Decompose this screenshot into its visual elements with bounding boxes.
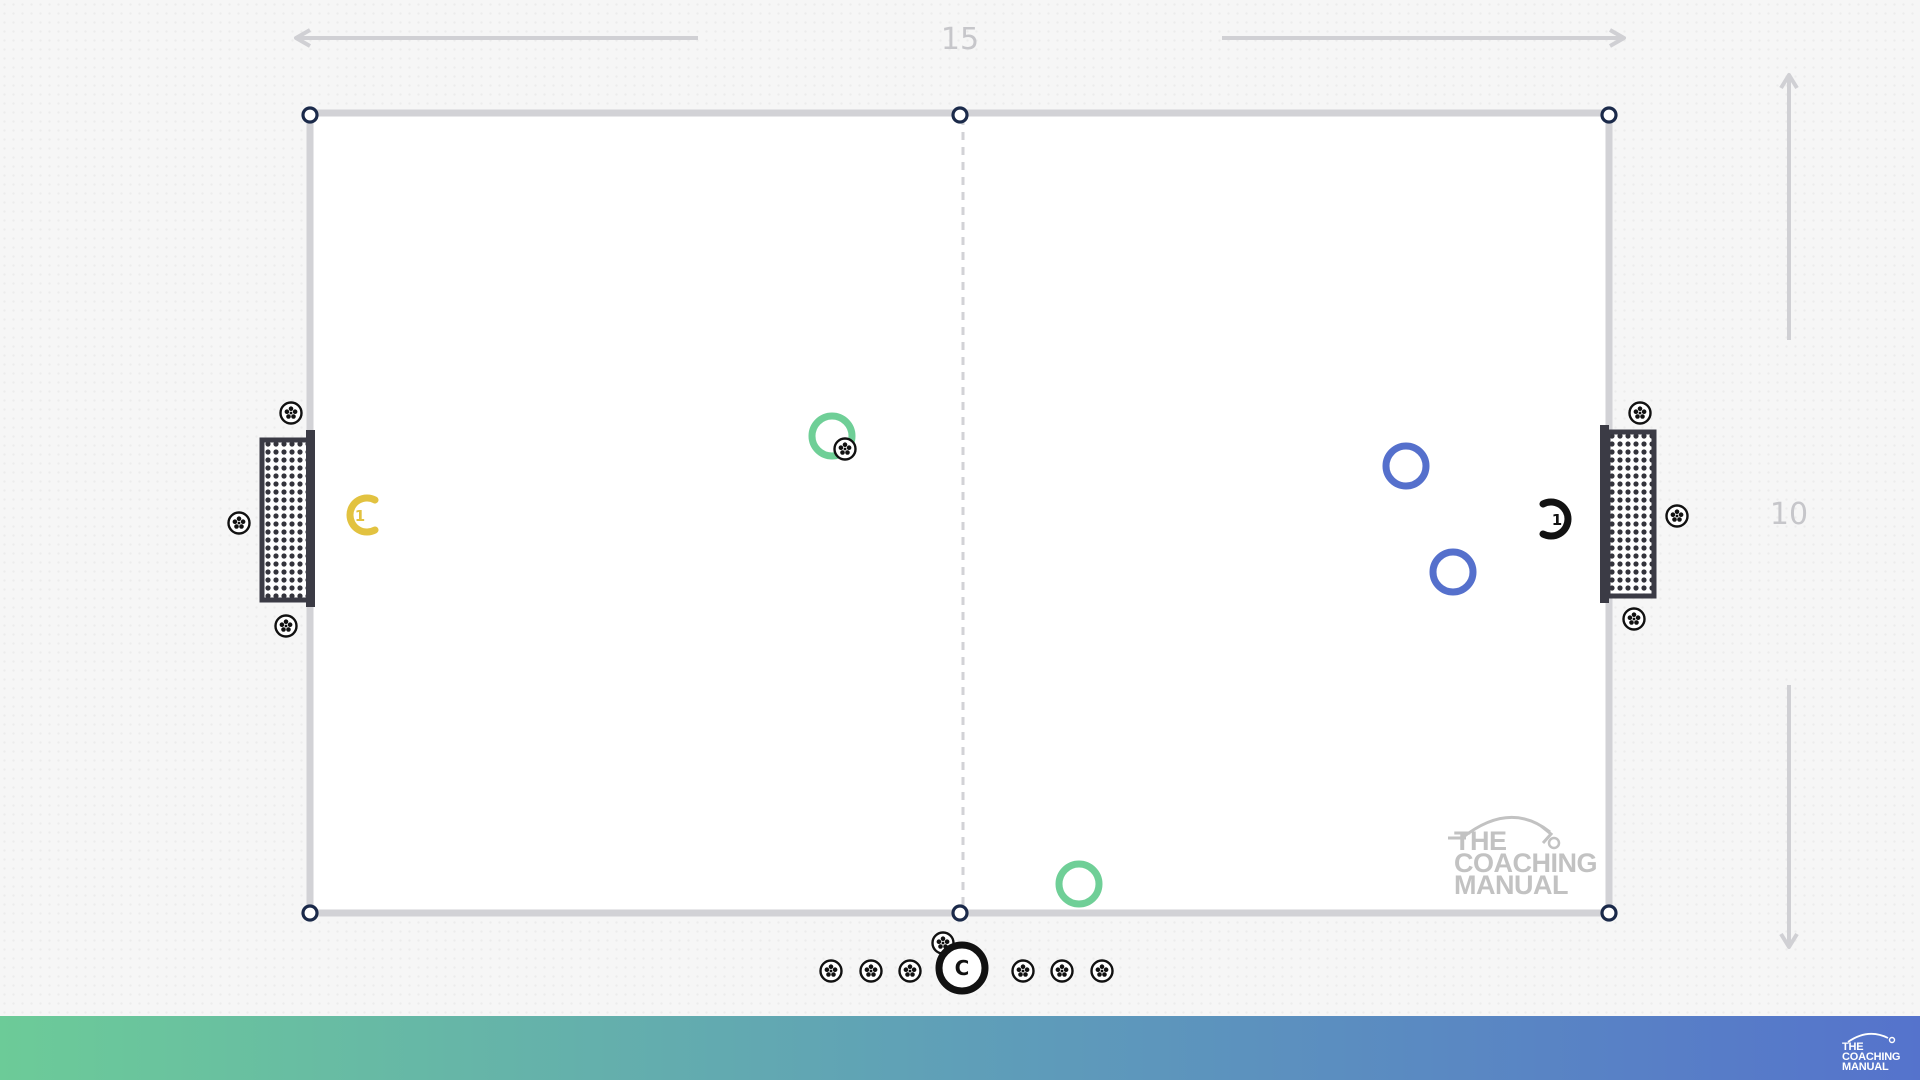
footer-logo: THE COACHING MANUAL: [1840, 1028, 1910, 1074]
ball: [859, 959, 883, 983]
pitch-area: [306, 109, 1613, 917]
width-arrowhead-bottom: [1779, 932, 1799, 949]
corner-marker-bottom-right: [1600, 904, 1618, 922]
length-arrowhead-left: [294, 28, 311, 48]
corner-marker-bottom-left: [301, 904, 319, 922]
width-arrowhead-top: [1779, 73, 1799, 90]
footer-logo-line-3: MANUAL: [1842, 1061, 1889, 1073]
goal-net-left: [259, 437, 313, 603]
dimension-width: 10: [1770, 73, 1808, 949]
ball: [898, 959, 922, 983]
ball: [833, 437, 857, 461]
ball: [1628, 401, 1652, 425]
corner-marker-bottom-center: [951, 904, 969, 922]
goalkeeper-yellow-marker: [346, 494, 379, 536]
watermark-ball: [1547, 836, 1561, 850]
footer-logo-line-1: THE: [1842, 1041, 1864, 1053]
dimension-length: 15: [294, 22, 1626, 57]
watermark-arrowhead: [1540, 824, 1554, 844]
width-label: 10: [1770, 497, 1808, 532]
goal-right: [1600, 425, 1657, 603]
coach-marker: [935, 941, 989, 995]
blue-player-marker: [1429, 548, 1477, 596]
corner-marker-top-left: [301, 106, 319, 124]
goal-left: [259, 430, 315, 607]
watermark-line-2: COACHING: [1454, 848, 1597, 878]
ball: [1050, 959, 1074, 983]
corner-marker-top-center: [951, 106, 969, 124]
coach: C: [935, 941, 989, 995]
footer-logo-arc: [1847, 1032, 1896, 1044]
length-arrowhead-right: [1609, 28, 1626, 48]
goalkeeper-black-number: 1: [1552, 511, 1562, 529]
ball: [819, 959, 843, 983]
corner-marker-top-right: [1600, 106, 1618, 124]
watermark-line-3: MANUAL: [1454, 870, 1568, 900]
blue-player-marker: [1382, 442, 1430, 490]
ball: [1090, 959, 1114, 983]
green-player-marker: [1055, 860, 1103, 908]
ball: [1665, 504, 1689, 528]
coach-label: C: [955, 956, 970, 980]
goalkeeper-black-marker: [1539, 498, 1572, 540]
goalkeeper-black: 1: [1539, 498, 1572, 540]
goal-post-right: [1600, 425, 1609, 603]
green-player-with-ball: [808, 412, 857, 461]
goalkeeper-yellow: 1: [346, 494, 379, 536]
length-label: 15: [941, 22, 979, 57]
ball: [1011, 959, 1035, 983]
goalkeeper-yellow-number: 1: [355, 507, 365, 525]
goal-post-left: [306, 430, 315, 607]
footer-logo-line-2: COACHING: [1842, 1051, 1901, 1063]
pitch: [301, 106, 1618, 922]
watermark-logo: THE COACHING MANUAL: [1448, 815, 1598, 900]
green-player-marker: [808, 412, 856, 460]
watermark-line-1: THE: [1454, 826, 1507, 856]
ball: [274, 614, 298, 638]
goal-net-right: [1605, 429, 1657, 599]
corner-markers: [301, 106, 1618, 922]
ball: [227, 511, 251, 535]
ball: [1622, 607, 1646, 631]
footer-bar: THE COACHING MANUAL: [0, 1016, 1920, 1080]
ball: [279, 401, 303, 425]
